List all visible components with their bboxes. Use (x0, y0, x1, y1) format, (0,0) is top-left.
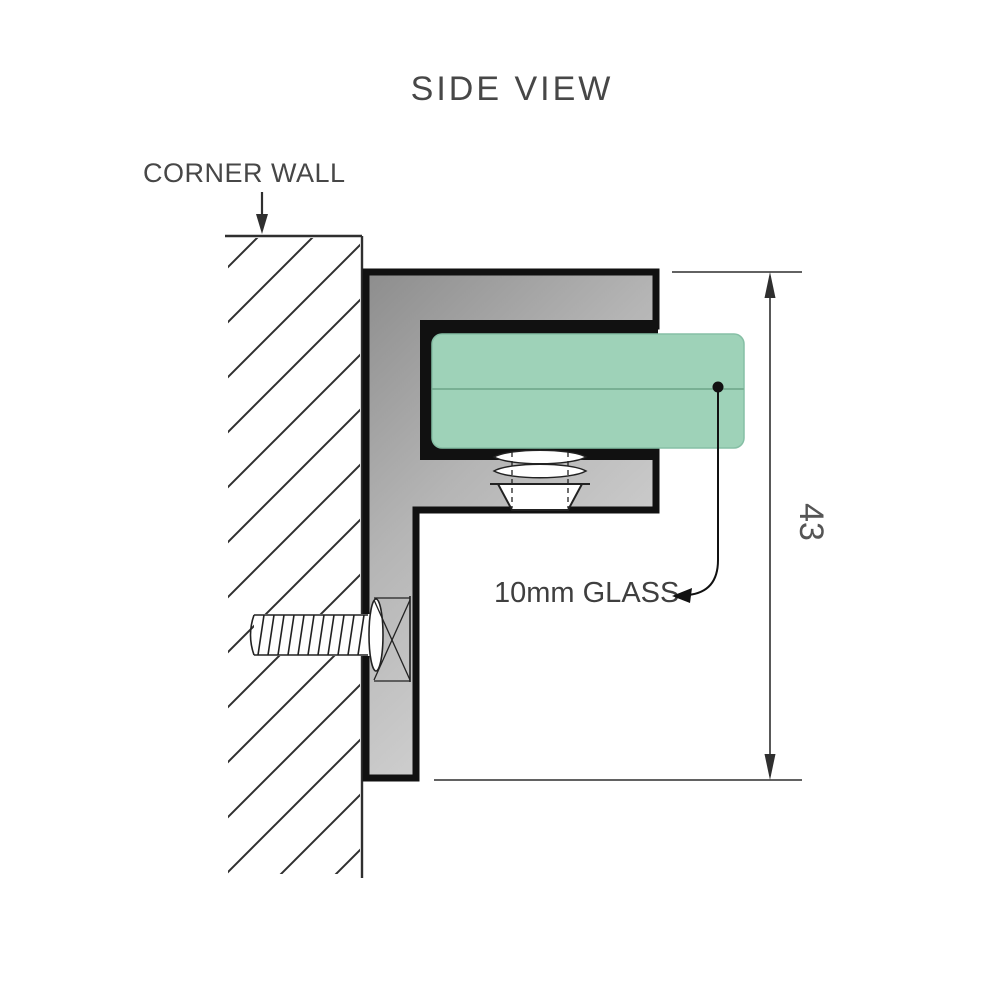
dimension-arrow-top (764, 272, 776, 298)
glass-leader-arrowhead (672, 588, 692, 603)
glass-panel (431, 333, 745, 449)
side-view-title: SIDE VIEW (411, 70, 614, 108)
wall-line (225, 234, 364, 878)
glass-leader-dot (712, 381, 724, 393)
corner-wall-label: CORNER WALL (143, 158, 346, 188)
corner-wall-arrow (256, 192, 268, 234)
glass-label: 10mm GLASS (494, 577, 679, 609)
glass-leader-line (687, 392, 719, 596)
dimension-arrow-bottom (764, 754, 776, 780)
dimension-value: 43 (792, 503, 830, 541)
grub-screw (490, 449, 590, 511)
screw-head-recess (368, 596, 411, 682)
wall-screw (249, 614, 370, 656)
wall-hatching (228, 238, 360, 874)
